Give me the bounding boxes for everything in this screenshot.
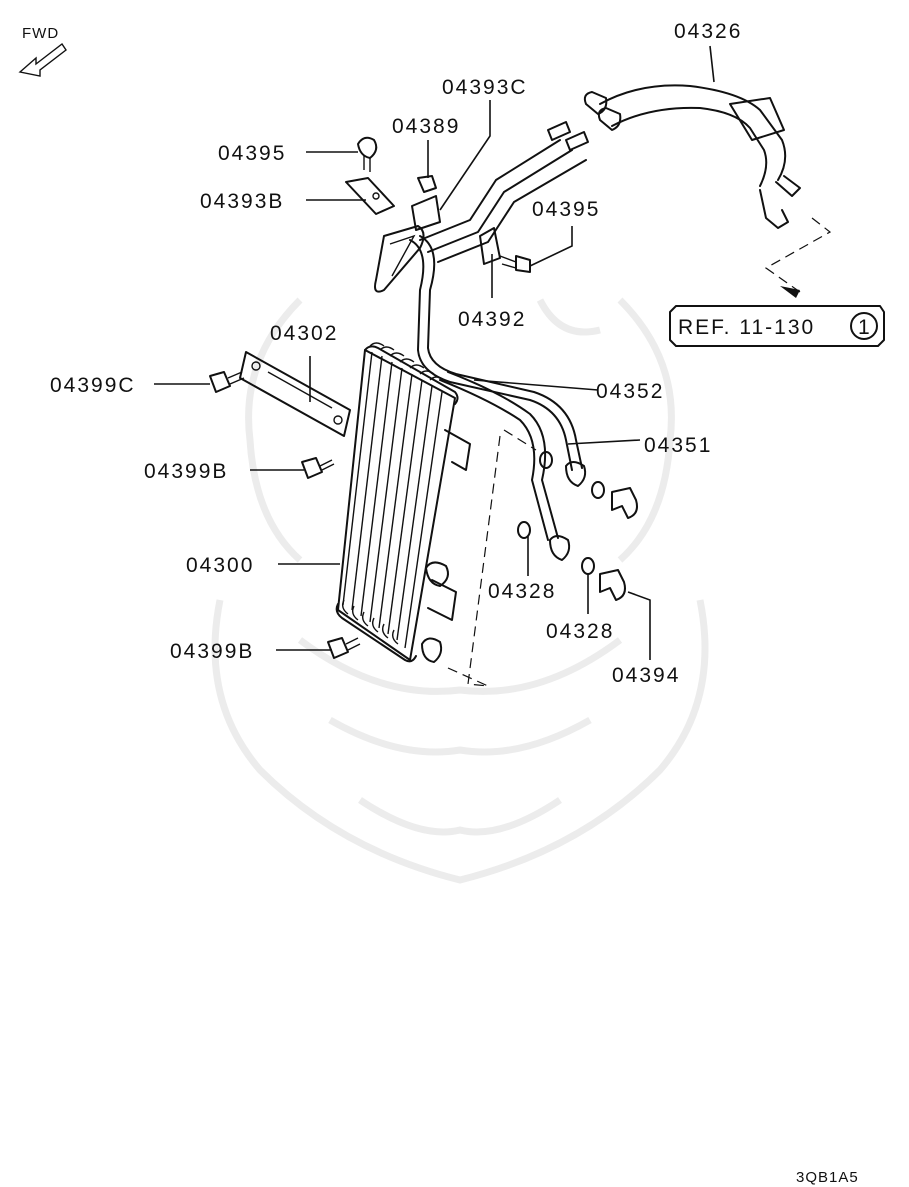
label-04393b: 04393B xyxy=(200,190,284,213)
eye-bolt-upper xyxy=(611,487,638,519)
label-04326: 04326 xyxy=(674,20,742,43)
bracket-04393c xyxy=(411,195,441,231)
reference-label: REF. 11-130 xyxy=(678,316,815,339)
leader-lines xyxy=(154,45,715,660)
bolt-04399b-mid xyxy=(301,457,335,479)
hose-assembly xyxy=(547,84,801,229)
gasket-right-upper xyxy=(591,481,605,499)
gasket-04328-right xyxy=(581,557,595,575)
gasket-04328-left xyxy=(517,521,531,539)
diagram-code: 3QB1A5 xyxy=(796,1169,859,1186)
label-04389: 04389 xyxy=(392,115,460,138)
label-04394: 04394 xyxy=(612,664,680,687)
label-04328-left: 04328 xyxy=(488,580,556,603)
label-04328-right: 04328 xyxy=(546,620,614,643)
fwd-indicator: FWD xyxy=(18,25,67,77)
nut-04389 xyxy=(417,175,437,193)
reference-box[interactable]: REF. 11-130 1 xyxy=(669,305,885,347)
fwd-arrow-icon xyxy=(18,42,67,77)
alignment-line-left xyxy=(467,435,501,687)
gasket-left-upper xyxy=(539,451,553,469)
label-04302: 04302 xyxy=(270,322,338,345)
bolt-04395-top xyxy=(357,136,378,172)
ref-arrow-icon xyxy=(780,286,800,298)
label-04352: 04352 xyxy=(596,380,664,403)
bolt-04399c xyxy=(209,371,245,393)
fwd-label: FWD xyxy=(22,25,59,42)
reference-number: 1 xyxy=(858,316,870,339)
cooler-bracket xyxy=(239,351,351,437)
reference-circle-icon xyxy=(850,312,878,340)
label-04351: 04351 xyxy=(644,434,712,457)
watermark-emblem xyxy=(211,297,709,884)
clamp-04392 xyxy=(479,227,501,265)
label-04399c: 04399C xyxy=(50,374,136,397)
label-04399b-bottom: 04399B xyxy=(170,640,254,663)
bolt-04395-right xyxy=(499,255,531,273)
label-04399b-mid: 04399B xyxy=(144,460,228,483)
label-04393c: 04393C xyxy=(442,76,528,99)
ref-dash-line xyxy=(764,217,832,293)
label-04395-top: 04395 xyxy=(218,142,286,165)
label-04395-right: 04395 xyxy=(532,198,600,221)
label-04300: 04300 xyxy=(186,554,254,577)
eye-bolt-04394 xyxy=(599,569,626,601)
bracket-04393b xyxy=(345,177,395,215)
cooler-pipes xyxy=(374,139,587,561)
label-04392: 04392 xyxy=(458,308,526,331)
oil-cooler-core xyxy=(335,342,471,663)
bolt-04399b-bottom xyxy=(327,637,361,659)
